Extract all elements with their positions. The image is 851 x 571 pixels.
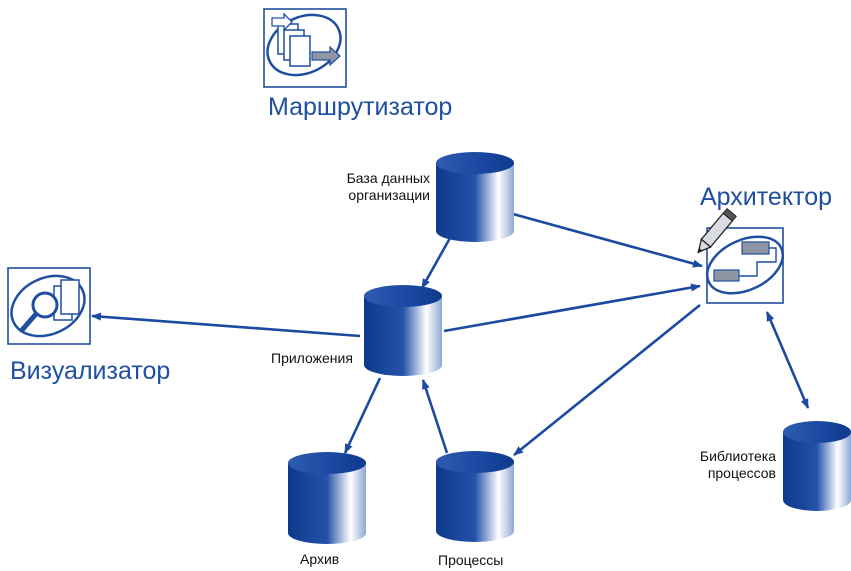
library-label: Библиотека процессов (662, 448, 776, 482)
arrow-architect-to-processes (513, 303, 701, 457)
applications-label: Приложения (271, 350, 353, 366)
arrow-orgdb-to-architect (512, 212, 703, 268)
org-db-label-line2: организации (348, 187, 430, 203)
processes-label: Процессы (438, 552, 504, 568)
org-db-label-line1: База данных (346, 170, 430, 186)
database-org-cylinder (436, 152, 514, 242)
arrow-applications-to-archive (343, 377, 382, 454)
database-processes-cylinder (436, 451, 514, 542)
visualizer-icon (7, 267, 91, 345)
database-archive-cylinder (288, 452, 366, 544)
library-label-line2: процессов (707, 465, 776, 481)
arrow-orgdb-to-applications (420, 237, 452, 289)
router-label: Маршрутизатор (268, 93, 453, 121)
visualizer-label: Визуализатор (10, 357, 171, 385)
library-label-line1: Библиотека (699, 448, 776, 464)
arrow-architect-library-bidirectional (765, 311, 810, 409)
architect-icon (697, 207, 785, 304)
arrow-applications-to-visualizer (91, 312, 361, 338)
router-icon (263, 8, 347, 88)
arrow-processes-to-applications (421, 379, 449, 454)
database-applications-cylinder (364, 285, 442, 376)
org-db-label: База данных организации (316, 170, 430, 204)
arrow-applications-to-architect (443, 283, 701, 333)
architect-label: Архитектор (700, 183, 833, 211)
database-library-cylinder (783, 421, 851, 511)
archive-label: Архив (300, 551, 340, 567)
